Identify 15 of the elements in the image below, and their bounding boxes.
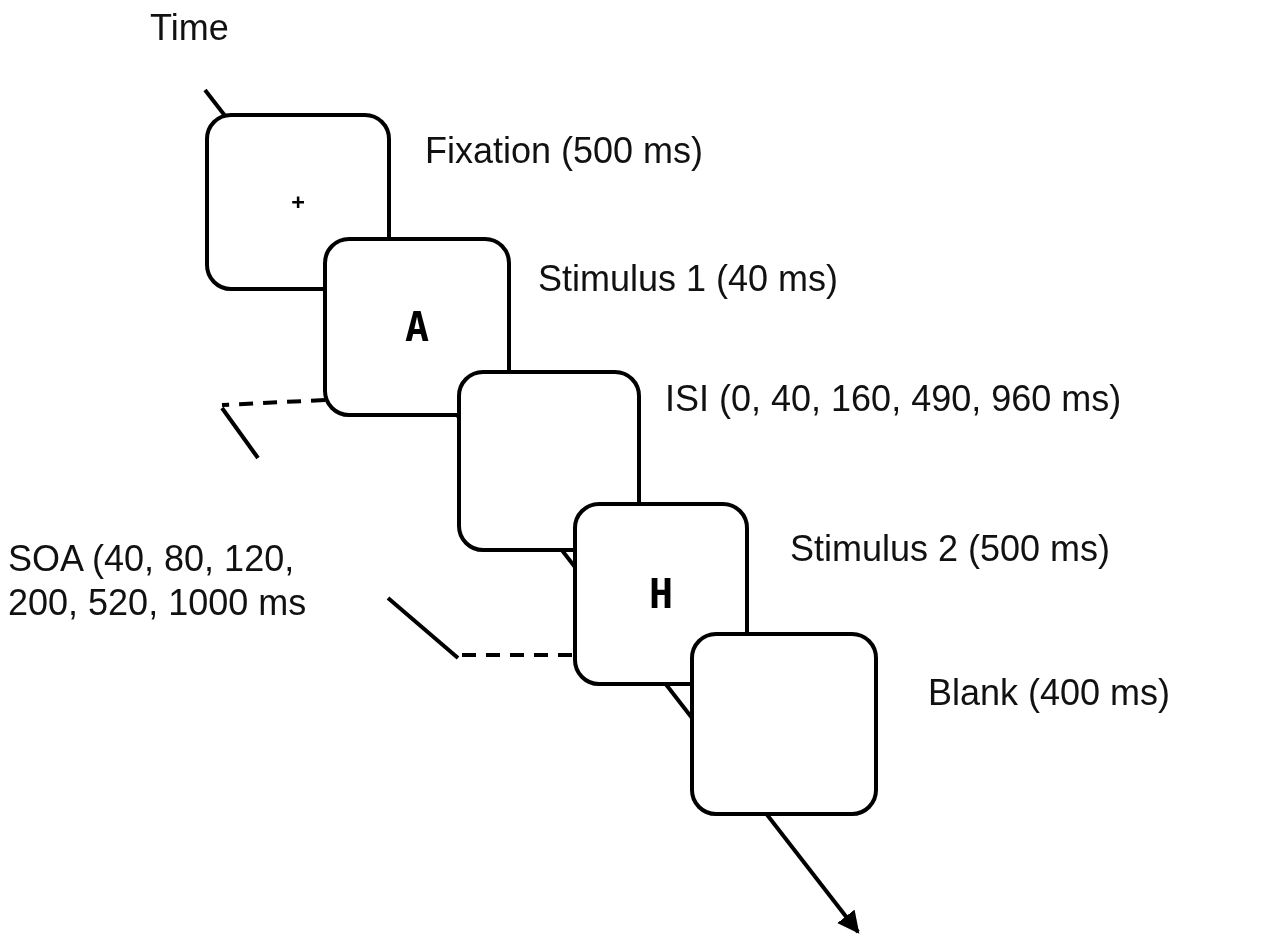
screen-box: [573, 502, 749, 686]
screen-box: [457, 370, 641, 552]
screen-box: [205, 113, 391, 291]
duration-label: Blank (400 ms): [928, 672, 1171, 714]
duration-label: Stimulus 1 (40 ms): [538, 258, 839, 300]
duration-label: ISI (0, 40, 160, 490, 960 ms): [665, 378, 1122, 420]
duration-label: Stimulus 2 (500 ms): [790, 528, 1111, 570]
screen-box: [690, 632, 878, 816]
duration-label: Fixation (500 ms): [425, 130, 704, 172]
stimulus-symbol: H: [648, 574, 674, 614]
soa-label: SOA (40, 80, 120, 200, 520, 1000 ms: [8, 537, 308, 625]
axis-title: Time: [150, 6, 230, 50]
screen-box: [323, 237, 511, 417]
stimulus-symbol: +: [291, 191, 305, 213]
stimulus-symbol: A: [404, 307, 430, 347]
